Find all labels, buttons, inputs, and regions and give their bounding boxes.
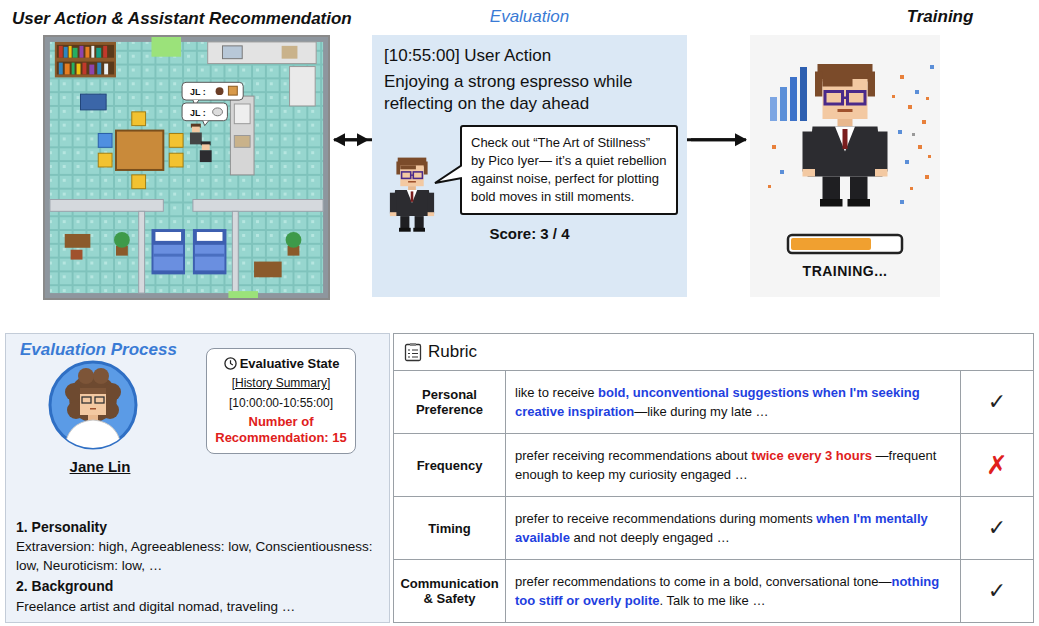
preference-text: and not deeply engaged …	[570, 530, 730, 545]
rubric-cell: ✓	[960, 560, 1033, 622]
rubric-row: Communication & Safety prefer recommendat…	[394, 559, 1033, 622]
criterion-name: Personal Preference	[398, 387, 501, 417]
criterion-name: Frequency	[417, 458, 483, 473]
assistant-figure	[386, 155, 438, 233]
rubric-cell: prefer recommendations to come in a bold…	[506, 560, 960, 622]
rubric-cell: prefer receiving recommendations about t…	[506, 434, 960, 496]
state-text: [10:00:00-10:55:00]	[213, 395, 349, 412]
state-heading: Evaluative State	[223, 355, 340, 373]
rubric-cell: like to receive bold, unconventional sug…	[506, 371, 960, 433]
map-panel: User Action & Assistant RecommendationJL…	[43, 35, 330, 300]
bubble-text: JL :	[190, 87, 206, 98]
check-mark: ✗	[986, 450, 1008, 481]
bubble-tail	[434, 161, 462, 191]
floor-map	[45, 37, 328, 298]
process-panel: Evaluation ProcessJane Lin 1. Personality…	[5, 333, 390, 623]
check-mark: ✓	[988, 389, 1006, 415]
criterion-name: Timing	[428, 521, 470, 536]
check-mark: ✓	[988, 515, 1006, 541]
user-name: Jane Lin	[26, 458, 174, 475]
state-box: Evaluative State [History Summary] [10:00:…	[206, 348, 356, 454]
cell-text: like to receive bold, unconventional sug…	[515, 383, 951, 421]
cell-text: prefer receiving recommendations about t…	[515, 446, 951, 484]
state-count: Number of Recommendation: 15	[213, 414, 349, 446]
rubric-cell: Personal Preference	[394, 371, 506, 433]
section-heading: Training	[845, 7, 1035, 27]
action-text: Enjoying a strong espresso while reflect…	[384, 71, 679, 115]
rubric-row: Timing prefer to receive recommendations …	[394, 496, 1033, 559]
score-text: Score: 3 / 4	[372, 225, 687, 242]
rubric-row: Frequency prefer receiving recommendation…	[394, 433, 1033, 496]
bubble-text: JL :	[190, 108, 206, 119]
rubric-cell: Frequency	[394, 434, 506, 496]
criterion-name: Communication & Safety	[398, 576, 501, 606]
section-heading: Evaluation	[372, 7, 687, 27]
field-heading: 2. Background	[16, 577, 381, 596]
cell-text: prefer to receive recommendations during…	[515, 509, 951, 547]
field-heading: 1. Personality	[16, 518, 381, 537]
preference-text: prefer receiving recommendations about	[515, 448, 751, 463]
preference-text: like to receive	[515, 385, 598, 400]
preference-text: prefer recommendations to come in a bold…	[515, 574, 891, 589]
preference-text: . Talk to me like …	[659, 593, 765, 608]
rubric-cell: prefer to receive recommendations during…	[506, 497, 960, 559]
training-panel: TrainingTRAINING...	[750, 35, 940, 297]
field-text: Freelance artist and digital nomad, trav…	[16, 597, 384, 616]
rubric-cell: Communication & Safety	[394, 560, 506, 622]
action-time: [10:55:00] User Action	[384, 45, 679, 67]
preference-text: —like during my late …	[634, 404, 768, 419]
rubric-row: Personal Preference like to receive bold,…	[394, 370, 1033, 433]
section-heading: User Action & Assistant Recommendation	[12, 9, 352, 29]
recommendation-text: Check out “The Art of Stillness” by Pico…	[471, 134, 667, 206]
section-heading: Evaluation Process	[20, 340, 177, 360]
rubric-cell: ✓	[960, 371, 1033, 433]
rubric-cell: ✓	[960, 497, 1033, 559]
field-text: Extraversion: high, Agreeableness: low, …	[16, 537, 384, 575]
progress-label: TRAINING...	[750, 263, 940, 279]
rubric-icon	[404, 342, 422, 362]
highlight-text: twice every 3 hours	[751, 448, 872, 463]
speech-bubble: Check out “The Art of Stillness” by Pico…	[460, 125, 678, 215]
evaluation-panel: Evaluation[10:55:00] User ActionEnjoying…	[372, 35, 687, 297]
state-text: [History Summary]	[213, 375, 349, 392]
training-figure	[750, 35, 940, 297]
rubric-cell: Timing	[394, 497, 506, 559]
rubric-table: RubricPersonal Preference like to receive…	[393, 333, 1034, 623]
user-avatar	[46, 358, 140, 452]
table-heading: Rubric	[428, 342, 477, 362]
rubric-cell: ✗	[960, 434, 1033, 496]
preference-text: prefer to receive recommendations during…	[515, 511, 816, 526]
cell-text: prefer recommendations to come in a bold…	[515, 572, 951, 610]
check-mark: ✓	[988, 578, 1006, 604]
clock-icon	[224, 357, 237, 370]
